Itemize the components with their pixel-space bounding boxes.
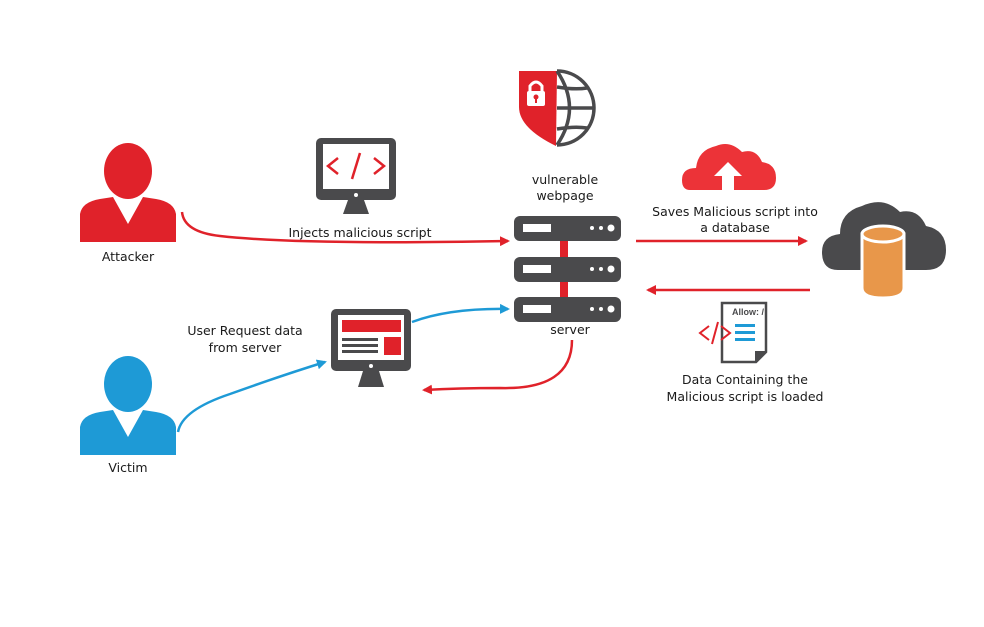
request-label-line2: from server bbox=[208, 340, 282, 355]
webpage-monitor-icon bbox=[331, 309, 411, 387]
server-label: server bbox=[550, 322, 590, 337]
shield-lock-globe-icon bbox=[519, 69, 596, 147]
cloud-database-icon bbox=[822, 202, 946, 300]
cloud-upload-icon bbox=[682, 144, 776, 190]
vulnerable-webpage-label-line2: webpage bbox=[536, 188, 594, 203]
vulnerable-webpage-label-line1: vulnerable bbox=[531, 172, 599, 187]
save-label-line1: Saves Malicious script into bbox=[652, 204, 818, 219]
request-label-line1: User Request data bbox=[187, 323, 303, 338]
code-document-icon: Allow: / bbox=[698, 301, 768, 364]
loaded-label-line2: Malicious script is loaded bbox=[666, 389, 824, 404]
victim-label: Victim bbox=[108, 460, 148, 475]
code-monitor-icon bbox=[316, 138, 396, 214]
victim-person-icon bbox=[80, 356, 176, 455]
document-header-text: Allow: / bbox=[732, 307, 764, 317]
inject-label: Injects malicious script bbox=[288, 225, 432, 240]
loaded-label-line1: Data Containing the bbox=[682, 372, 808, 387]
browser-request-arrow bbox=[411, 303, 510, 324]
server-unit bbox=[514, 257, 621, 282]
inject-arrow bbox=[180, 211, 510, 247]
victim-request-arrow bbox=[176, 359, 327, 433]
server-rack-icon bbox=[514, 216, 621, 322]
attacker-label: Attacker bbox=[101, 249, 155, 264]
server-unit bbox=[514, 216, 621, 241]
attacker-person-icon bbox=[80, 143, 176, 242]
save-label-line2: a database bbox=[700, 220, 770, 235]
server-unit bbox=[514, 297, 621, 322]
response-arrow bbox=[422, 339, 574, 395]
